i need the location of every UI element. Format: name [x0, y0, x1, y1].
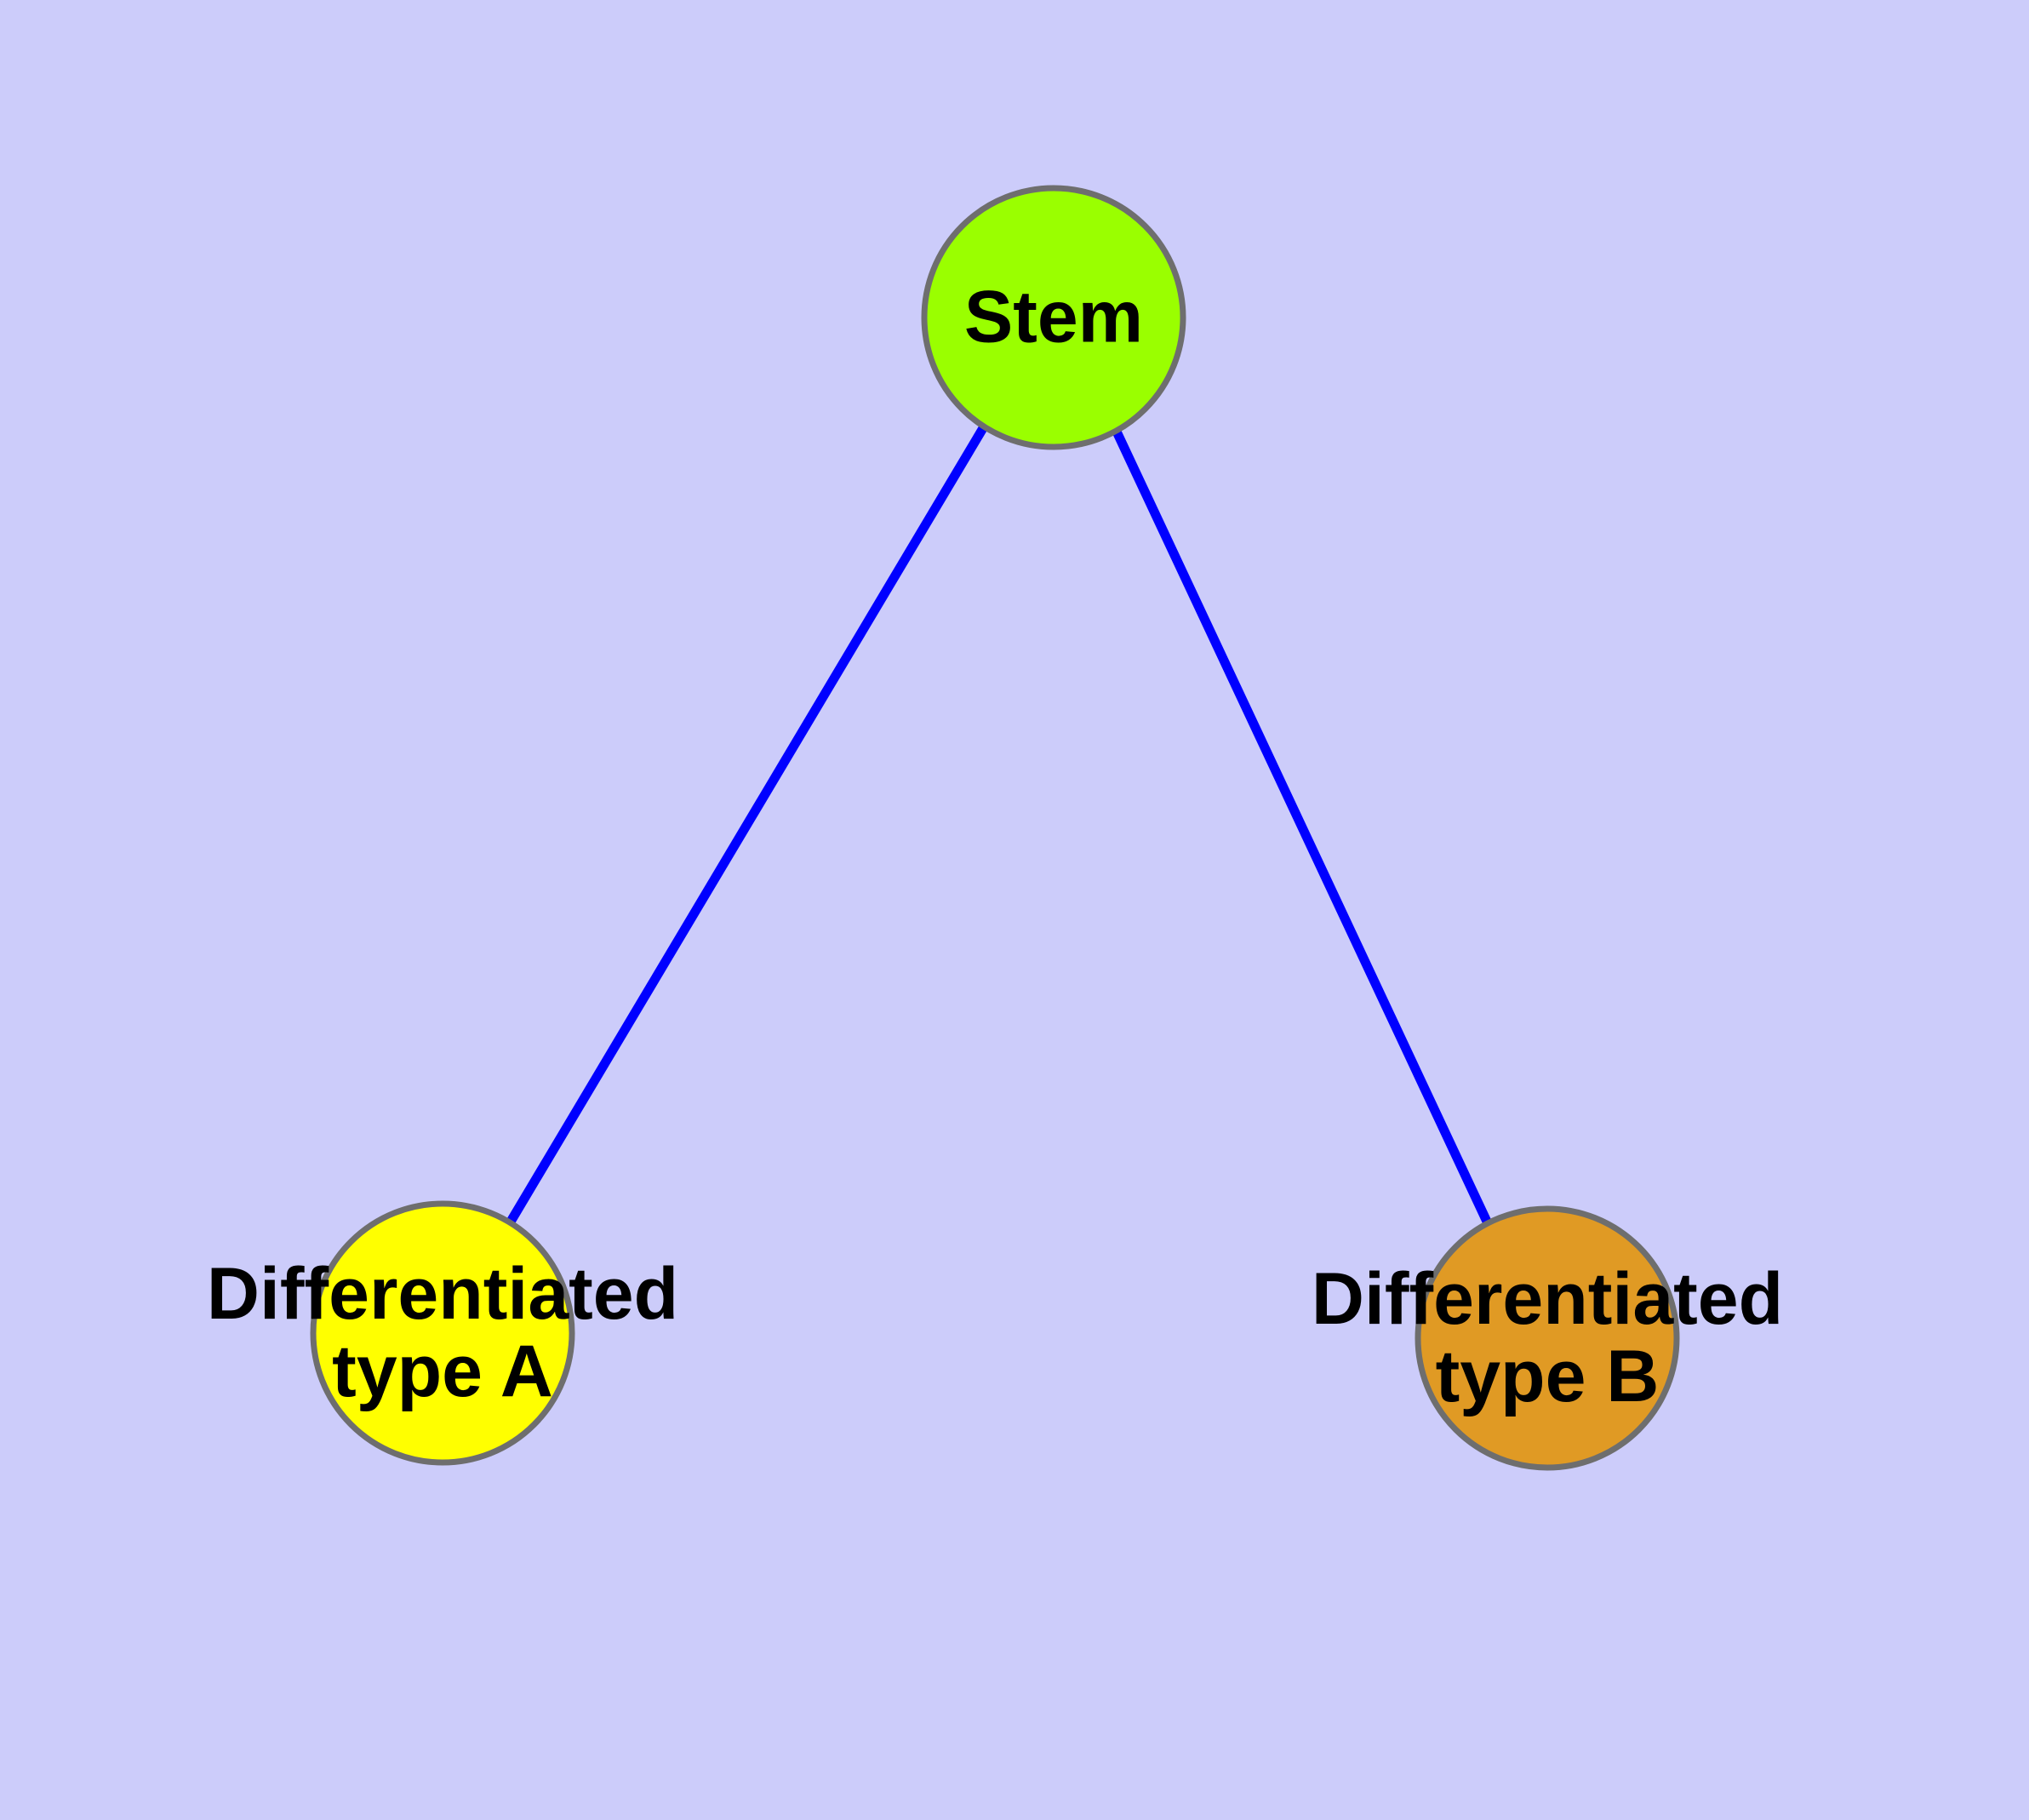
node-circle-stem[interactable]: [921, 185, 1186, 450]
node-circle-differentiated-type-b[interactable]: [1415, 1205, 1680, 1471]
edge-stem-to-differentiated-type-b: [1112, 429, 1492, 1226]
edge-stem-to-differentiated-type-a: [506, 426, 987, 1224]
node-circle-differentiated-type-a[interactable]: [310, 1200, 575, 1466]
